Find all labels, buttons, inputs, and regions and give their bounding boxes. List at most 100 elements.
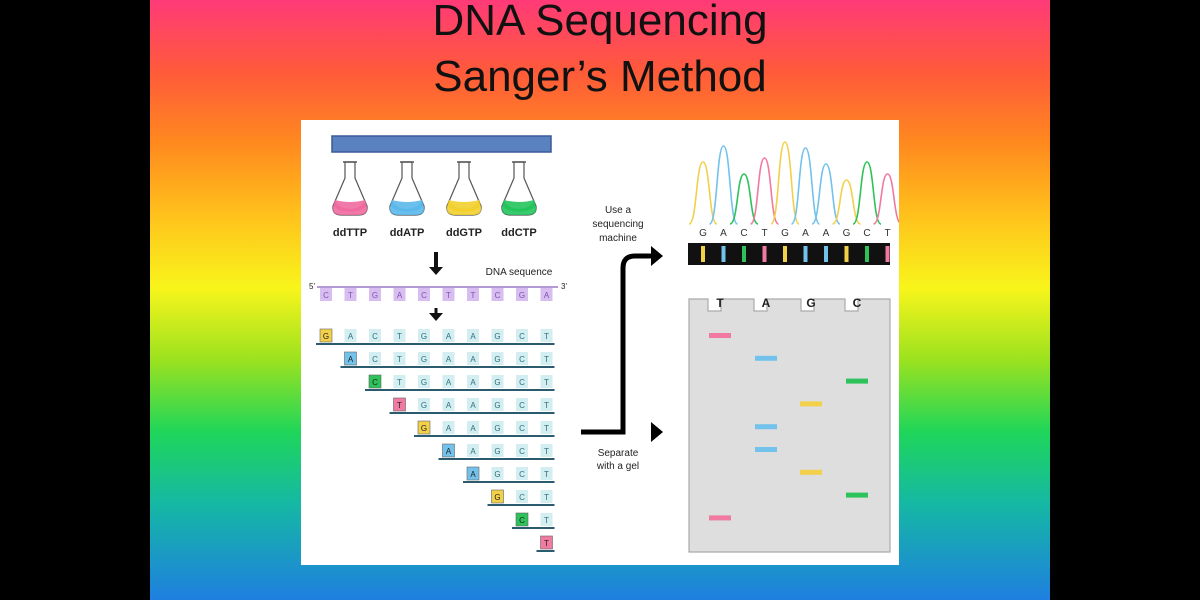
fragment-base-box (393, 352, 406, 365)
template-base: A (544, 291, 550, 300)
chromatogram-base: G (699, 228, 707, 239)
fragment-base: G (421, 332, 427, 341)
chromatogram-base: C (740, 228, 747, 239)
fragment-base-box (442, 421, 455, 434)
template-base: G (519, 291, 525, 300)
chromatogram-strip-mark (783, 246, 787, 262)
fragment-base: G (494, 447, 500, 456)
fragment-base-box (516, 375, 528, 388)
fragment-base-box (540, 490, 553, 503)
gel-band (755, 447, 777, 452)
chromatogram-base: G (781, 228, 789, 239)
fragment-base-box (368, 374, 382, 389)
gel-band (709, 333, 731, 338)
split-arrow-head-bottom (651, 422, 663, 442)
chromatogram-strip-mark (844, 246, 849, 262)
fragment-base: G (494, 355, 500, 364)
chromatogram-peak (811, 163, 841, 225)
flask-liquid-fill (332, 200, 368, 215)
fragment-base: G (494, 470, 500, 479)
gel-lane-label: T (716, 296, 724, 310)
template-base: A (397, 291, 403, 300)
fragment-base: T (544, 470, 549, 479)
template-base: T (471, 291, 476, 300)
fragment-base-box (540, 398, 553, 411)
chromatogram-base: A (802, 228, 809, 239)
fragment-base: C (519, 493, 525, 502)
fragment-base-box (418, 352, 430, 365)
fragment-base-box (467, 352, 479, 365)
flask-liquid-fill (501, 200, 537, 215)
template-base-box (467, 288, 479, 301)
fragment-base: A (446, 355, 452, 364)
fragment-base-box (491, 467, 504, 480)
fragment-base: T (544, 332, 549, 341)
sequencer-label-line: sequencing (592, 219, 643, 230)
chromatogram-strip (688, 243, 890, 265)
fragment-base-box (516, 352, 528, 365)
fragment-base: C (519, 447, 525, 456)
fragment-base: A (446, 447, 452, 456)
fragment-base: T (397, 401, 402, 410)
fragment-base-box (491, 444, 504, 457)
flask-ddctp (501, 161, 537, 216)
fragment-base-box (540, 535, 553, 550)
fragment-base: T (544, 539, 549, 548)
chromatogram-strip-mark (885, 246, 890, 262)
template-base: G (372, 291, 378, 300)
chromatogram-peak (790, 147, 821, 225)
template-base-box (393, 288, 406, 301)
fragment-base: A (348, 355, 354, 364)
title-line-2: Sanger’s Method (433, 52, 767, 101)
chromatogram-peak (708, 145, 739, 225)
fragment-base: G (421, 378, 427, 387)
flask-liquid-fill (389, 200, 425, 215)
fragment-base: A (348, 332, 354, 341)
fragment-base: T (544, 424, 549, 433)
gel-band (800, 469, 822, 475)
template-base-box (369, 288, 381, 301)
fragment-base: T (397, 378, 402, 387)
fragment-base-box (516, 467, 528, 480)
dna-sequence-label: DNA sequence (486, 267, 553, 278)
fragment-base: G (494, 424, 500, 433)
fragment-base: C (372, 378, 378, 387)
fragment-base-box (491, 375, 504, 388)
fragment-base-box (540, 375, 553, 388)
fragment-base-box (491, 421, 504, 434)
chromatogram-peak (832, 179, 861, 225)
fragment-base: G (421, 355, 427, 364)
fragment-base-box (467, 398, 479, 411)
template-base: C (421, 291, 427, 300)
split-arrow-head-top (651, 246, 663, 266)
gel-lane-label: C (853, 296, 862, 310)
gel-label-line: with a gel (596, 461, 639, 472)
template-base-box (418, 288, 430, 301)
fragment-base-box (442, 352, 455, 365)
gel (688, 298, 891, 553)
chromatogram-base: A (823, 228, 830, 239)
fragment-base: C (519, 332, 525, 341)
fragment-base: A (470, 424, 476, 433)
fragment-base-box (515, 512, 529, 527)
fragment-base-box (466, 466, 480, 481)
fragment-base-box (516, 490, 528, 503)
chromatogram-strip-mark (824, 246, 828, 262)
fragment-base-box (467, 421, 479, 434)
fragment-base-box (442, 329, 455, 342)
fragment-base-box (418, 398, 430, 411)
fragment-base: A (446, 401, 452, 410)
fragment-base: T (544, 516, 549, 525)
fragment-base: C (372, 355, 378, 364)
fragment-base-box (417, 420, 431, 435)
template-base: C (495, 291, 501, 300)
fragment-base: T (397, 332, 402, 341)
fragment-base-box (491, 398, 504, 411)
chromatogram-strip-mark (865, 246, 869, 262)
gel-lane-label: G (806, 296, 815, 310)
gel-band (755, 424, 777, 430)
fragment-base-box (344, 329, 357, 342)
fragment-base-box (467, 444, 479, 457)
